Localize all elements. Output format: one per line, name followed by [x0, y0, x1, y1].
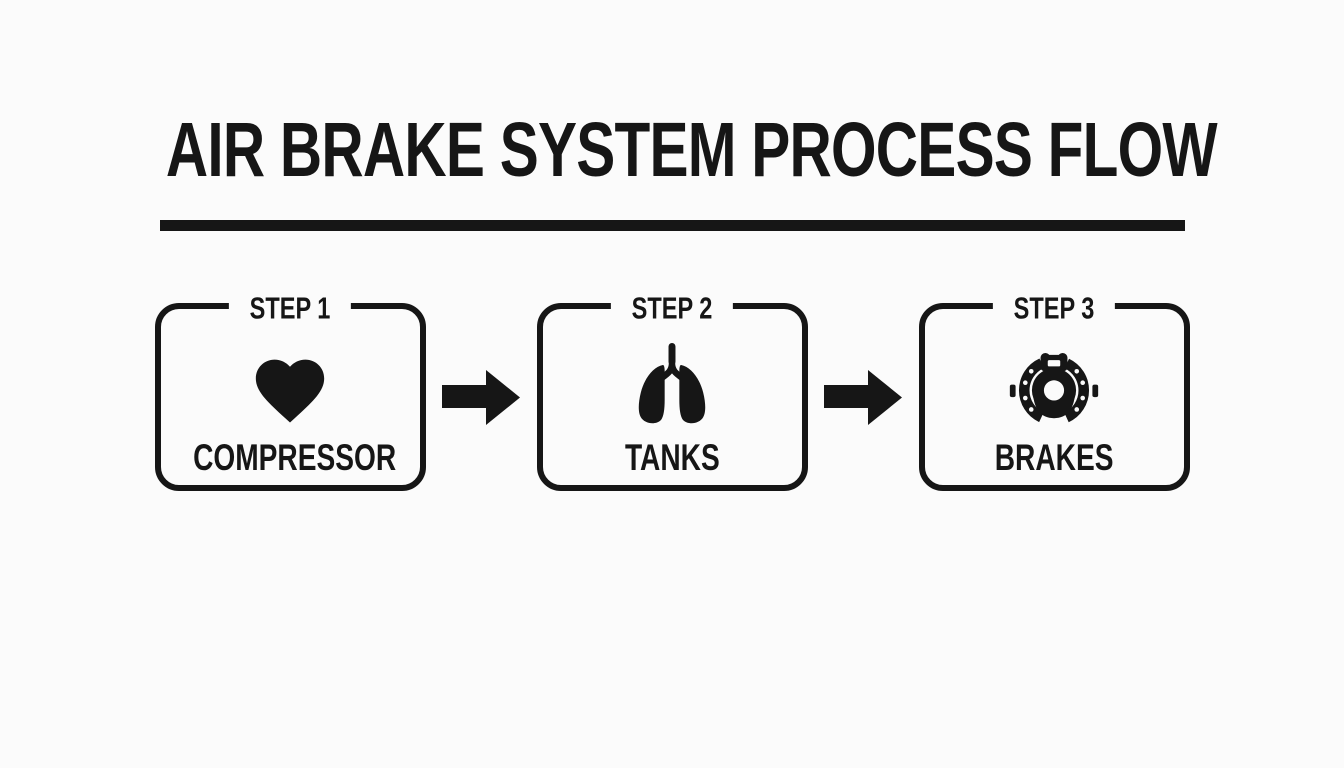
- step-tag: STEP 2: [610, 290, 734, 326]
- page-title: AIR BRAKE SYSTEM PROCESS FLOW: [0, 112, 1344, 189]
- step-name-text: BRAKES: [994, 437, 1114, 478]
- heart-icon: [161, 339, 420, 435]
- flow-connector: [426, 303, 537, 491]
- arrow-right-icon: [824, 369, 902, 425]
- flow-connector: [808, 303, 919, 491]
- step-card-brakes: STEP 3: [918, 290, 1190, 491]
- title-underline: [160, 220, 1185, 231]
- drum-brake-icon: [925, 339, 1184, 435]
- step-name: BRAKES: [925, 439, 1184, 476]
- step-name: TANKS: [543, 439, 802, 476]
- page-title-text: AIR BRAKE SYSTEM PROCESS FLOW: [165, 107, 1218, 193]
- process-flow: STEP 1 COMPRESSOR STEP 2: [0, 290, 1344, 491]
- step-card-compressor: STEP 1 COMPRESSOR: [154, 290, 426, 491]
- step-tag-label: STEP 3: [1013, 290, 1095, 326]
- step-tag: STEP 3: [992, 290, 1116, 326]
- lungs-icon: [543, 339, 802, 435]
- step-name-text: TANKS: [624, 437, 720, 478]
- arrow-right-icon: [442, 369, 520, 425]
- step-card-tanks: STEP 2 TANKS: [536, 290, 808, 491]
- step-tag-label: STEP 2: [631, 290, 713, 326]
- step-name: COMPRESSOR: [161, 439, 420, 476]
- step-name-text: COMPRESSOR: [192, 437, 396, 478]
- step-tag-label: STEP 1: [249, 290, 331, 326]
- step-tag: STEP 1: [228, 290, 352, 326]
